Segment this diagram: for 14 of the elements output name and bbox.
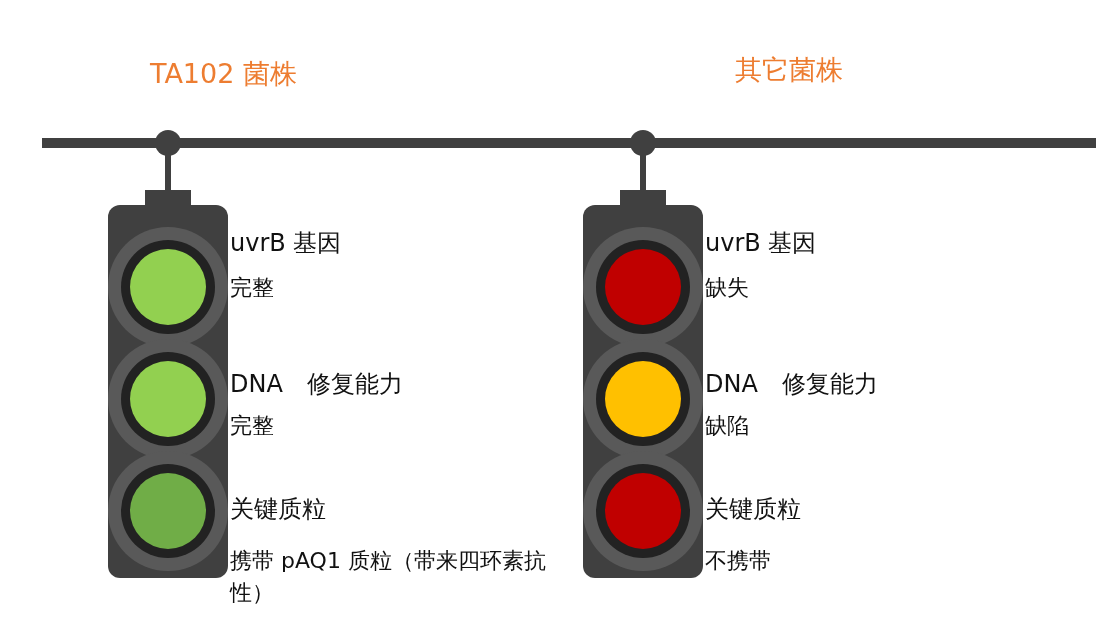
indicator-title: 关键质粒	[230, 494, 326, 525]
indicator-status: 完整	[230, 412, 275, 440]
indicator-title: DNA 修复能力	[705, 369, 878, 400]
indicator-status: 缺陷	[705, 412, 750, 440]
strain-heading: 其它菌株	[735, 53, 843, 87]
indicator-title: uvrB 基因	[705, 228, 817, 259]
indicator-title: DNA 修复能力	[230, 369, 403, 400]
indicator-title: 关键质粒	[705, 494, 801, 525]
strain-heading: TA102 菌株	[150, 57, 297, 91]
indicator-title: uvrB 基因	[230, 228, 342, 259]
indicator-status: 携带 pAQ1 质粒（带来四环素抗性）	[230, 547, 547, 607]
indicator-status: 缺失	[705, 274, 750, 302]
indicator-status: 不携带	[705, 547, 772, 575]
indicator-status: 完整	[230, 274, 275, 302]
